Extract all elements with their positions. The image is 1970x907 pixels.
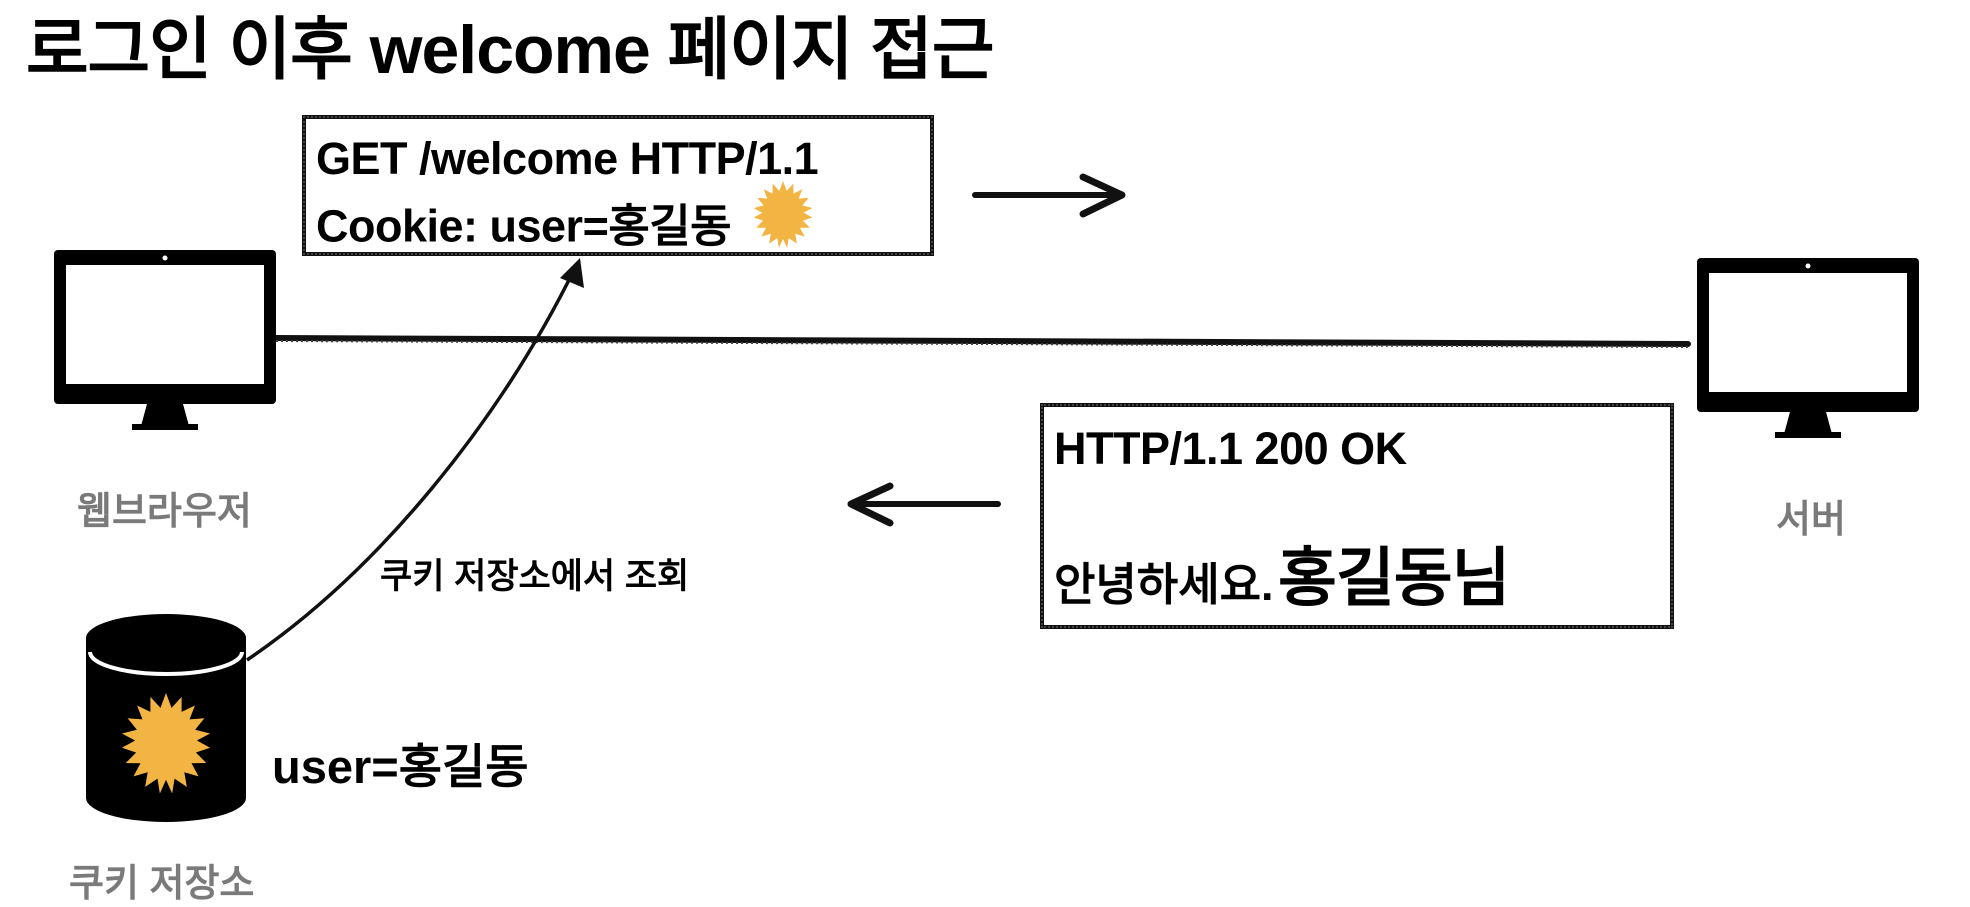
response-greeting: 안녕하세요. 홍길동님	[1054, 527, 1510, 619]
lookup-arrow-head	[560, 258, 584, 288]
browser-label: 웹브라우저	[77, 491, 252, 533]
server-label: 서버	[1776, 499, 1846, 541]
response-box: HTTP/1.1 200 OK 안녕하세요. 홍길동님	[1040, 403, 1674, 629]
cookie-header: Cookie: user=홍길동	[316, 181, 821, 255]
cookie-store-label: 쿠키 저장소	[69, 863, 255, 905]
cookie-badge-icon	[121, 693, 211, 794]
database-icon	[86, 614, 246, 822]
cookie-header-text: Cookie: user=홍길동	[316, 200, 732, 252]
arrow-right-icon	[972, 173, 1126, 218]
greeting-prefix: 안녕하세요.	[1054, 559, 1274, 610]
cookie-badge-icon	[753, 181, 813, 248]
network-line	[273, 335, 1691, 347]
lookup-arrow	[246, 267, 577, 662]
arrow-left-icon	[847, 482, 1001, 527]
request-box: GET /welcome HTTP/1.1 Cookie: user=홍길동	[302, 115, 934, 256]
greeting-name: 홍길동님	[1277, 542, 1511, 614]
lookup-label: 쿠키 저장소에서 조회	[380, 557, 690, 596]
cookie-store-value: user=홍길동	[272, 740, 529, 793]
monitor-icon	[1697, 258, 1919, 438]
request-line: GET /welcome HTTP/1.1	[316, 133, 819, 184]
monitor-icon	[54, 250, 276, 430]
page-title: 로그인 이후 welcome 페이지 접근	[26, 12, 994, 88]
response-status-line: HTTP/1.1 200 OK	[1054, 423, 1407, 474]
